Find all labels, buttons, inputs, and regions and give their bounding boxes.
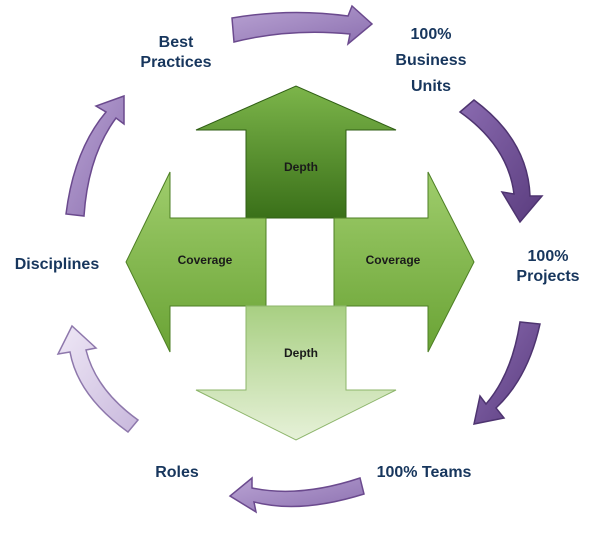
coverage-left-label: Coverage [177,253,233,267]
cycle-arrow-projects-to-teams [473,321,541,425]
node-roles: Roles [155,464,199,481]
node-business-units-line3: Units [411,78,451,95]
cycle-arrow-business-to-projects [458,99,544,224]
cycle-arrow-roles-to-disciplines [56,324,140,434]
depth-up-label: Depth [284,160,318,174]
node-business-units-line2: Business [395,52,467,69]
node-disciplines: Disciplines [14,256,100,273]
node-business-units-line1: 100% [410,26,452,43]
node-projects-line1: 100% [527,248,569,265]
node-best-practices-line2: Practices [140,54,212,71]
cycle-arrow-teams-to-roles [228,476,365,514]
node-best-practices-line1: Best [158,34,194,51]
node-best-practices: Best Practices [126,30,226,76]
node-projects: 100% Projects [508,244,588,290]
depth-down-label: Depth [284,346,318,360]
coverage-right-arrow [333,171,475,353]
node-business-units: 100% Business Units [376,22,486,100]
cycle-arrow-best-to-business [231,4,374,46]
node-teams: 100% Teams [376,464,472,481]
node-projects-line2: Projects [516,268,580,285]
depth-up-arrow [195,85,397,219]
coverage-right-label: Coverage [365,253,421,267]
depth-down-arrow [195,305,397,441]
cycle-arrow-disciplines-to-best [65,94,125,217]
